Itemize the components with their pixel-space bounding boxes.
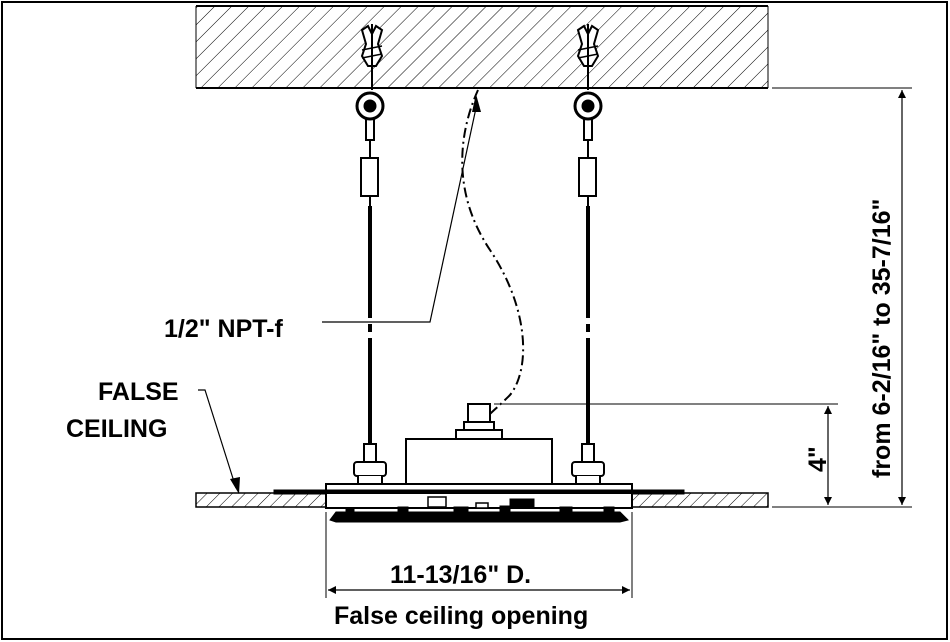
false-ceiling-label-line2: CEILING	[66, 415, 167, 443]
dimension-label-diameter: 11-13/16" D.	[390, 561, 531, 589]
dimension-label-height-range: from 6-2/16" to 35-7/16"	[868, 199, 896, 478]
ceiling-slab	[195, 5, 769, 89]
device-unit	[273, 403, 685, 523]
opening-label: False ceiling opening	[334, 602, 588, 630]
false-ceiling-leader-line	[198, 389, 237, 489]
false-ceiling-label-line1: FALSE	[98, 378, 179, 406]
right-suspension-hanger	[571, 24, 605, 487]
npt-leader-line	[322, 107, 477, 323]
flexible-conduit	[461, 89, 525, 415]
dimension-label-4in: 4"	[804, 446, 832, 472]
npt-label: 1/2" NPT-f	[164, 315, 283, 343]
left-suspension-hanger	[353, 24, 387, 487]
